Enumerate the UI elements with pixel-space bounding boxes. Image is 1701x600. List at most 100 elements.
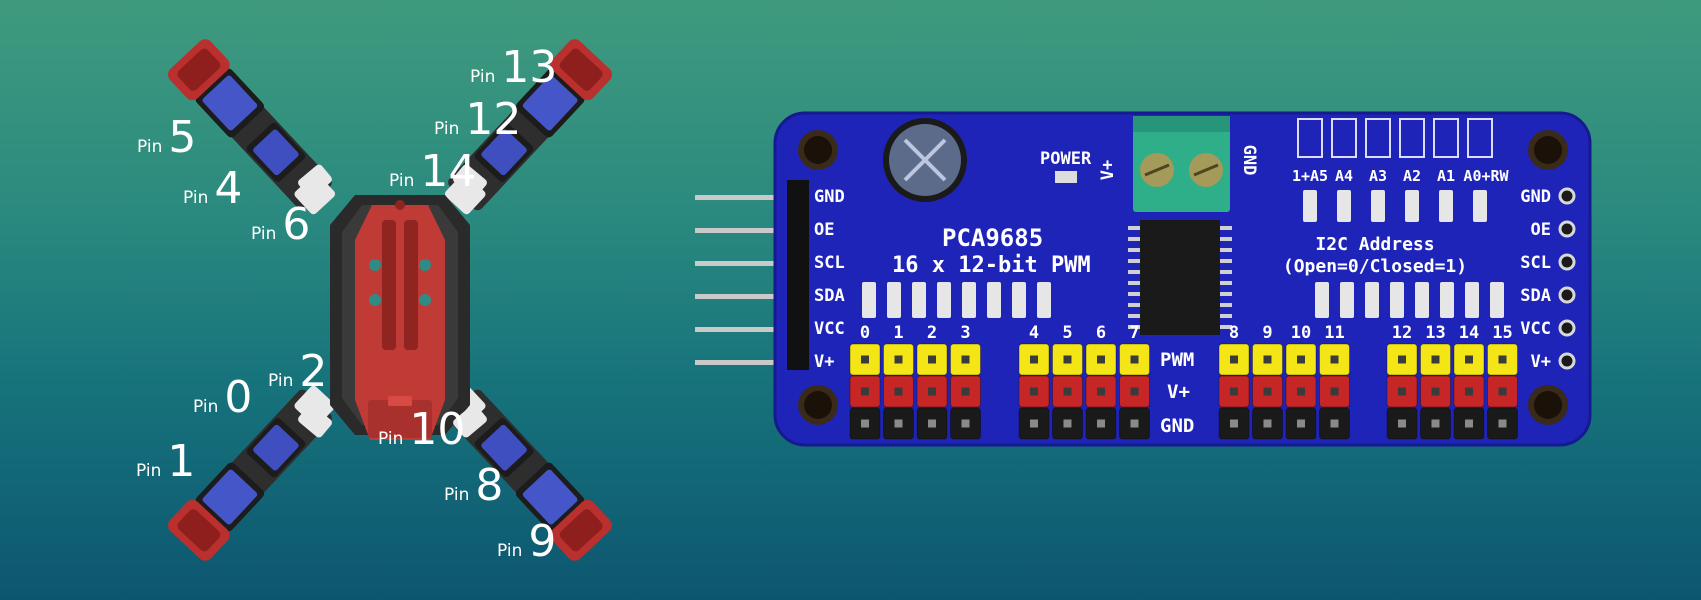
channel-label-1: 1: [893, 323, 903, 343]
channel-label-10: 10: [1291, 323, 1311, 343]
right-pin-vcc: VCC: [1520, 319, 1551, 339]
servo-header-pin: [1063, 355, 1072, 364]
servo-header-pin: [1263, 419, 1272, 428]
servo-header-pin: [1263, 355, 1272, 364]
servo-header-pin: [1230, 355, 1238, 364]
screw-terminal: [1133, 116, 1230, 212]
servo-header-pin: [1097, 419, 1105, 428]
terminal-vplus-label: V+: [1098, 160, 1118, 180]
servo-header-pin: [1063, 387, 1072, 396]
servo-header-pin: [861, 419, 869, 428]
channel-label-0: 0: [860, 323, 870, 343]
servo-header-pin: [1465, 355, 1473, 364]
addr-label-a5: 1+A5: [1292, 167, 1328, 185]
left-pin-gnd: GND: [814, 187, 845, 207]
left-pin-vplus: V+: [814, 352, 834, 372]
channel-label-3: 3: [960, 323, 970, 343]
right-pin-sda: SDA: [1520, 286, 1551, 306]
address-jumpers: [1297, 118, 1493, 158]
servo-header-pin: [1297, 419, 1305, 428]
addr-label-a1: A1: [1437, 167, 1455, 185]
right-pin-vplus: V+: [1531, 352, 1551, 372]
left-pin-sda: SDA: [814, 286, 845, 306]
servo-header-pin: [1230, 387, 1238, 396]
resistor-array-left: [862, 282, 1051, 318]
robot-body: [330, 195, 470, 440]
i2c-address-title: I2C Address: [1315, 234, 1434, 255]
servo-header-pin: [1398, 387, 1406, 396]
servo-header-pin: [1097, 387, 1105, 396]
servo-header-pin: [1465, 387, 1473, 396]
channel-label-11: 11: [1324, 323, 1344, 343]
row-label-pwm: PWM: [1160, 349, 1194, 371]
addr-label-a3: A3: [1369, 167, 1387, 185]
servo-header-pin: [1263, 387, 1272, 396]
servo-headers: [849, 343, 1518, 440]
robot-illustration: [164, 35, 616, 565]
servo-header-pin: [1297, 355, 1305, 364]
servo-header-pin: [1130, 387, 1139, 396]
capacitor: [883, 118, 967, 202]
servo-header-pin: [1330, 387, 1339, 396]
board-subtitle: 16 x 12-bit PWM: [892, 253, 1091, 278]
power-label: POWER: [1040, 149, 1092, 169]
servo-header-pin: [894, 387, 903, 396]
channel-label-8: 8: [1229, 323, 1239, 343]
channel-label-14: 14: [1459, 323, 1479, 343]
servo-header-pin: [1498, 419, 1507, 428]
addr-label-a0: A0+RW: [1463, 167, 1509, 185]
row-label-vplus: V+: [1167, 381, 1190, 403]
left-header-pins: [695, 195, 790, 365]
channel-label-5: 5: [1062, 323, 1072, 343]
servo-header-pin: [928, 387, 936, 396]
channel-label-13: 13: [1425, 323, 1445, 343]
servo-header-pin: [1398, 419, 1406, 428]
servo-header-pin: [961, 355, 970, 364]
servo-header-pin: [1230, 419, 1238, 428]
servo-header-pin: [928, 419, 936, 428]
channel-label-4: 4: [1029, 323, 1039, 343]
servo-header-pin: [861, 387, 869, 396]
servo-header-pin: [861, 355, 869, 364]
servo-header-pin: [961, 419, 970, 428]
mounting-holes: [798, 130, 1568, 425]
servo-header-pin: [894, 355, 903, 364]
address-resistors: [1303, 190, 1487, 222]
channel-label-7: 7: [1129, 323, 1139, 343]
right-pin-oe: OE: [1531, 220, 1551, 240]
servo-header-pin: [1130, 355, 1139, 364]
left-pin-scl: SCL: [814, 253, 845, 273]
servo-header-pin: [1498, 387, 1507, 396]
servo-header-pin: [1431, 387, 1440, 396]
pca9685-chip: [1128, 220, 1232, 335]
left-pin-oe: OE: [814, 220, 834, 240]
terminal-gnd-label: GND: [1239, 145, 1259, 176]
channel-label-2: 2: [927, 323, 937, 343]
right-pin-pads: [1558, 187, 1576, 370]
right-pin-scl: SCL: [1520, 253, 1551, 273]
channel-label-9: 9: [1262, 323, 1272, 343]
row-label-gnd: GND: [1160, 415, 1194, 437]
left-header-block: [787, 180, 809, 370]
servo-header-pin: [1030, 355, 1038, 364]
left-pin-vcc: VCC: [814, 319, 845, 339]
servo-header-pin: [1030, 419, 1038, 428]
servo-header-pin: [1330, 355, 1339, 364]
channel-label-6: 6: [1096, 323, 1106, 343]
servo-header-pin: [1030, 387, 1038, 396]
servo-header-pin: [1130, 419, 1139, 428]
right-pin-gnd: GND: [1520, 187, 1551, 207]
channel-label-15: 15: [1492, 323, 1512, 343]
servo-header-pin: [1063, 419, 1072, 428]
servo-header-pin: [894, 419, 903, 428]
